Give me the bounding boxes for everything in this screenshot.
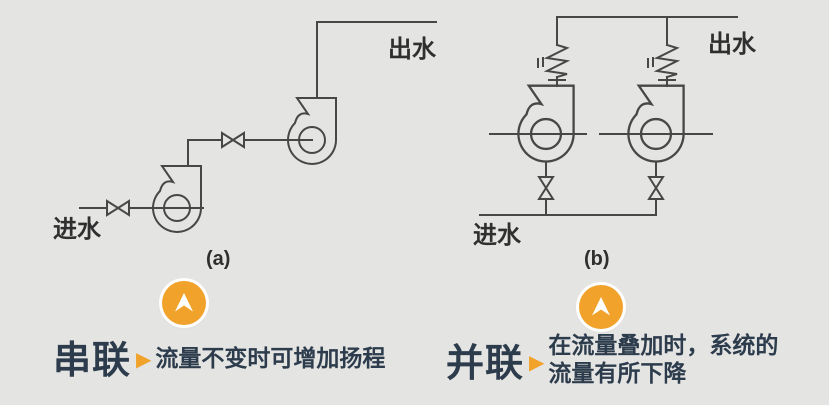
- gate-valve-icon: [221, 131, 245, 149]
- series-caption: 串联 ▶ 流量不变时可增加扬程: [53, 334, 386, 382]
- inlet-label-b: 进水: [473, 222, 522, 249]
- parallel-diagram: 进水 出水 (b): [473, 16, 757, 270]
- subfigure-label-b: (b): [584, 248, 610, 270]
- series-term: 串联: [53, 339, 132, 382]
- up-arrow-icon: [162, 281, 206, 325]
- gate-valve-icon: [106, 199, 130, 217]
- right-triangle-icon: ▶: [136, 348, 152, 371]
- centrifugal-pump-icon: [152, 165, 202, 233]
- up-arrow-icon: [579, 285, 623, 329]
- centrifugal-pump-icon: [517, 84, 575, 163]
- centrifugal-pump-icon: [287, 97, 337, 165]
- parallel-description-line2: 流量有所下降: [548, 360, 687, 386]
- parallel-description: 在流量叠加时，系统的 流量有所下降: [548, 331, 778, 387]
- series-piping: [79, 21, 437, 209]
- right-triangle-icon: ▶: [529, 351, 545, 374]
- series-description: 流量不变时可增加扬程: [155, 345, 386, 371]
- gate-valve-icon: [537, 176, 555, 200]
- series-diagram: 进水 出水 (a): [53, 21, 437, 270]
- subfigure-label-a: (a): [206, 248, 230, 270]
- parallel-piping: [479, 16, 738, 216]
- check-valve-icon: [647, 43, 681, 81]
- check-valve-icon: [537, 43, 571, 81]
- centrifugal-pump-icon: [627, 84, 685, 163]
- outlet-label-a: 出水: [388, 36, 437, 63]
- parallel-description-line1: 在流量叠加时，系统的: [548, 332, 779, 358]
- outlet-label-b: 出水: [708, 31, 757, 58]
- gate-valve-icon: [647, 176, 665, 200]
- inlet-label-a: 进水: [53, 216, 102, 243]
- parallel-term: 并联: [446, 342, 525, 385]
- parallel-caption: 并联 ▶ 在流量叠加时，系统的 流量有所下降: [446, 330, 778, 388]
